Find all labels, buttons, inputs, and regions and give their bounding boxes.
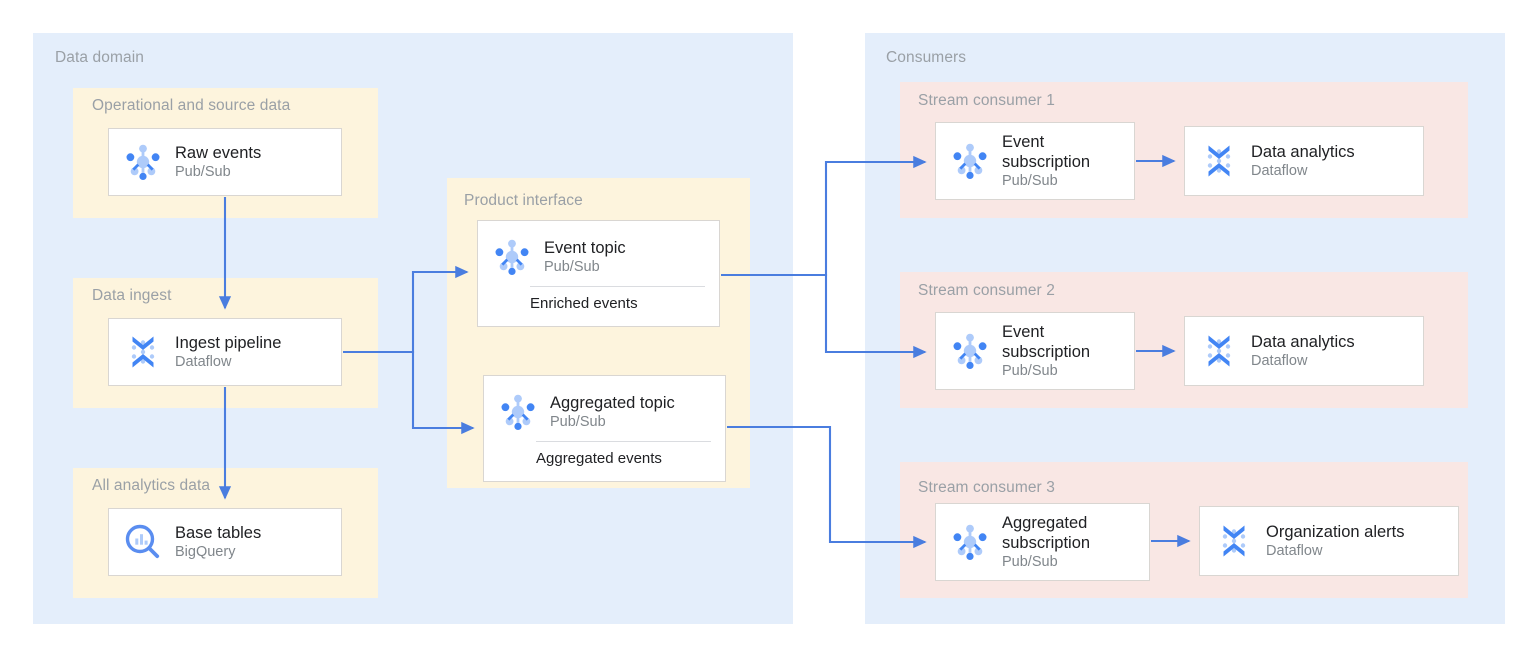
node-event-subscription-1[interactable]: Event subscription Pub/Sub — [935, 122, 1135, 200]
node-ingest-pipeline-title: Ingest pipeline — [175, 334, 282, 352]
node-data-analytics-2-text: Data analytics Dataflow — [1251, 332, 1355, 370]
node-aggregated-topic-divider — [536, 440, 711, 442]
node-base-tables-title: Base tables — [175, 524, 262, 542]
pubsub-icon — [490, 235, 534, 279]
node-event-subscription-2-title: Event subscription — [1002, 323, 1091, 361]
node-base-tables-text: Base tables BigQuery — [175, 523, 261, 561]
node-aggregated-topic-text: Aggregated topic Pub/Sub — [550, 393, 675, 431]
node-data-analytics-1-text: Data analytics Dataflow — [1251, 142, 1355, 180]
node-aggregated-topic[interactable]: Aggregated topic Pub/Sub Aggregated even… — [483, 375, 726, 482]
node-event-subscription-2-text: Event subscription Pub/Sub — [1002, 322, 1122, 380]
pubsub-icon — [948, 139, 992, 183]
dataflow-icon — [1212, 519, 1256, 563]
node-data-analytics-2-title: Data analytics — [1251, 333, 1355, 351]
zone-stream-consumer-2-label: Stream consumer 2 — [918, 282, 1055, 299]
pubsub-icon — [496, 390, 540, 434]
node-ingest-pipeline[interactable]: Ingest pipeline Dataflow — [108, 318, 342, 386]
dataflow-icon — [121, 330, 165, 374]
pubsub-icon — [948, 329, 992, 373]
node-raw-events-text: Raw events Pub/Sub — [175, 143, 261, 181]
zone-stream-consumer-3-label: Stream consumer 3 — [918, 479, 1055, 496]
node-event-topic-text: Event topic Pub/Sub — [544, 238, 626, 276]
node-data-analytics-1-subtitle: Dataflow — [1251, 163, 1308, 179]
node-organization-alerts-text: Organization alerts Dataflow — [1266, 522, 1405, 560]
node-data-analytics-1-title: Data analytics — [1251, 143, 1355, 161]
node-organization-alerts-main: Organization alerts Dataflow — [1200, 519, 1458, 563]
node-event-topic-subtitle: Pub/Sub — [544, 258, 600, 275]
node-data-analytics-1[interactable]: Data analytics Dataflow — [1184, 126, 1424, 196]
node-event-topic[interactable]: Event topic Pub/Sub Enriched events — [477, 220, 720, 327]
node-event-subscription-2[interactable]: Event subscription Pub/Sub — [935, 312, 1135, 390]
node-organization-alerts-subtitle: Dataflow — [1266, 543, 1323, 559]
node-aggregated-subscription-3-main: Aggregated subscription Pub/Sub — [936, 513, 1149, 571]
zone-stream-consumer-1-label: Stream consumer 1 — [918, 92, 1055, 109]
node-event-subscription-2-subtitle: Pub/Sub — [1002, 363, 1058, 379]
node-event-topic-title: Event topic — [544, 238, 626, 257]
pubsub-icon — [121, 140, 165, 184]
node-raw-events-main: Raw events Pub/Sub — [109, 140, 341, 184]
node-aggregated-subscription-3-subtitle: Pub/Sub — [1002, 554, 1058, 570]
node-raw-events-subtitle: Pub/Sub — [175, 164, 231, 180]
node-aggregated-subscription-3-title: Aggregated subscription — [1002, 514, 1091, 552]
node-raw-events[interactable]: Raw events Pub/Sub — [108, 128, 342, 196]
node-aggregated-topic-subtitle: Pub/Sub — [550, 413, 606, 430]
dataflow-icon — [1197, 139, 1241, 183]
node-data-analytics-2[interactable]: Data analytics Dataflow — [1184, 316, 1424, 386]
node-aggregated-subscription-3[interactable]: Aggregated subscription Pub/Sub — [935, 503, 1150, 581]
node-event-subscription-2-main: Event subscription Pub/Sub — [936, 322, 1134, 380]
zone-data-ingest-label: Data ingest — [92, 287, 172, 304]
zone-all-analytics-data-label: All analytics data — [92, 477, 211, 494]
node-ingest-pipeline-text: Ingest pipeline Dataflow — [175, 333, 281, 371]
zone-product-interface-label: Product interface — [464, 192, 583, 209]
node-aggregated-topic-main: Aggregated topic Pub/Sub — [484, 390, 725, 434]
zone-operational-source-data-label: Operational and source data — [92, 97, 291, 114]
bigquery-icon — [121, 520, 165, 564]
node-base-tables[interactable]: Base tables BigQuery — [108, 508, 342, 576]
node-ingest-pipeline-subtitle: Dataflow — [175, 354, 232, 370]
node-aggregated-subscription-3-text: Aggregated subscription Pub/Sub — [1002, 513, 1137, 571]
zone-consumers-label: Consumers — [886, 49, 967, 66]
node-data-analytics-1-main: Data analytics Dataflow — [1185, 139, 1423, 183]
node-event-subscription-1-subtitle: Pub/Sub — [1002, 173, 1058, 189]
node-base-tables-subtitle: BigQuery — [175, 544, 236, 560]
node-event-subscription-1-title: Event subscription — [1002, 133, 1091, 171]
node-organization-alerts[interactable]: Organization alerts Dataflow — [1199, 506, 1459, 576]
dataflow-icon — [1197, 329, 1241, 373]
node-data-analytics-2-subtitle: Dataflow — [1251, 353, 1308, 369]
node-organization-alerts-title: Organization alerts — [1266, 523, 1405, 541]
node-raw-events-title: Raw events — [175, 144, 262, 162]
zone-data-domain-label: Data domain — [55, 49, 144, 66]
node-event-topic-main: Event topic Pub/Sub — [478, 235, 719, 279]
node-event-topic-footer: Enriched events — [530, 294, 638, 312]
node-event-topic-divider — [530, 285, 705, 287]
pubsub-icon — [948, 520, 992, 564]
node-ingest-pipeline-main: Ingest pipeline Dataflow — [109, 330, 341, 374]
node-aggregated-topic-footer: Aggregated events — [536, 449, 662, 467]
node-event-subscription-1-main: Event subscription Pub/Sub — [936, 132, 1134, 190]
node-base-tables-main: Base tables BigQuery — [109, 520, 341, 564]
node-data-analytics-2-main: Data analytics Dataflow — [1185, 329, 1423, 373]
node-aggregated-topic-title: Aggregated topic — [550, 393, 675, 412]
node-event-subscription-1-text: Event subscription Pub/Sub — [1002, 132, 1122, 190]
